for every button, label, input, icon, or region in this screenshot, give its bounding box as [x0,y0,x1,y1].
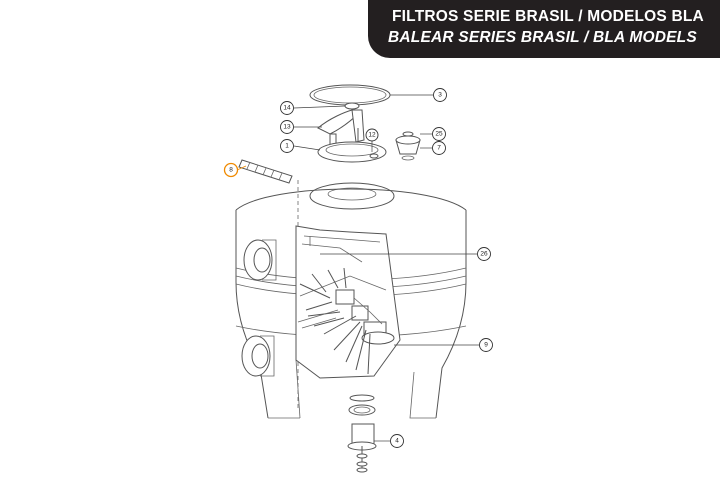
lid-handle-assembly [317,102,365,151]
callout-13: 13 [280,120,294,134]
callout-13-label: 13 [283,124,291,131]
callout-8: 8 [223,162,239,178]
header-title-english: BALEAR SERIES BRASIL / BLA MODELS [388,29,697,46]
callout-4: 4 [390,434,404,448]
bottom-drain-assembly [347,394,377,473]
filter-lid [317,141,387,163]
callout-4-label: 4 [395,438,399,445]
drain-pipe [238,159,293,184]
callout-3: 3 [433,88,447,102]
manometer-fitting [395,131,421,161]
callout-9-label: 9 [484,342,488,349]
header-title-spanish: FILTROS SERIE BRASIL / MODELOS BLA [392,8,704,25]
callout-12: 12 [365,128,379,142]
callout-3-label: 3 [438,92,442,99]
callout-8-label: 8 [229,167,233,174]
callout-26: 26 [477,247,491,261]
callout-14-label: 14 [283,105,291,112]
callout-14: 14 [280,101,294,115]
callout-9: 9 [479,338,493,352]
side-port-upper [243,239,277,281]
callout-25: 25 [432,127,446,141]
callout-7: 7 [432,141,446,155]
lid-flange-ring [309,182,395,210]
side-port-lower [241,335,275,377]
callout-7-label: 7 [437,145,441,152]
callout-1-label: 1 [285,143,289,150]
lid-o-ring [309,84,391,106]
header-banner: FILTROS SERIE BRASIL / MODELOS BLA BALEA… [368,0,720,58]
callout-12-label: 12 [368,132,376,139]
callout-1: 1 [280,139,294,153]
callout-25-label: 25 [435,131,443,138]
callout-26-label: 26 [480,251,488,258]
lateral-collector [297,267,395,375]
